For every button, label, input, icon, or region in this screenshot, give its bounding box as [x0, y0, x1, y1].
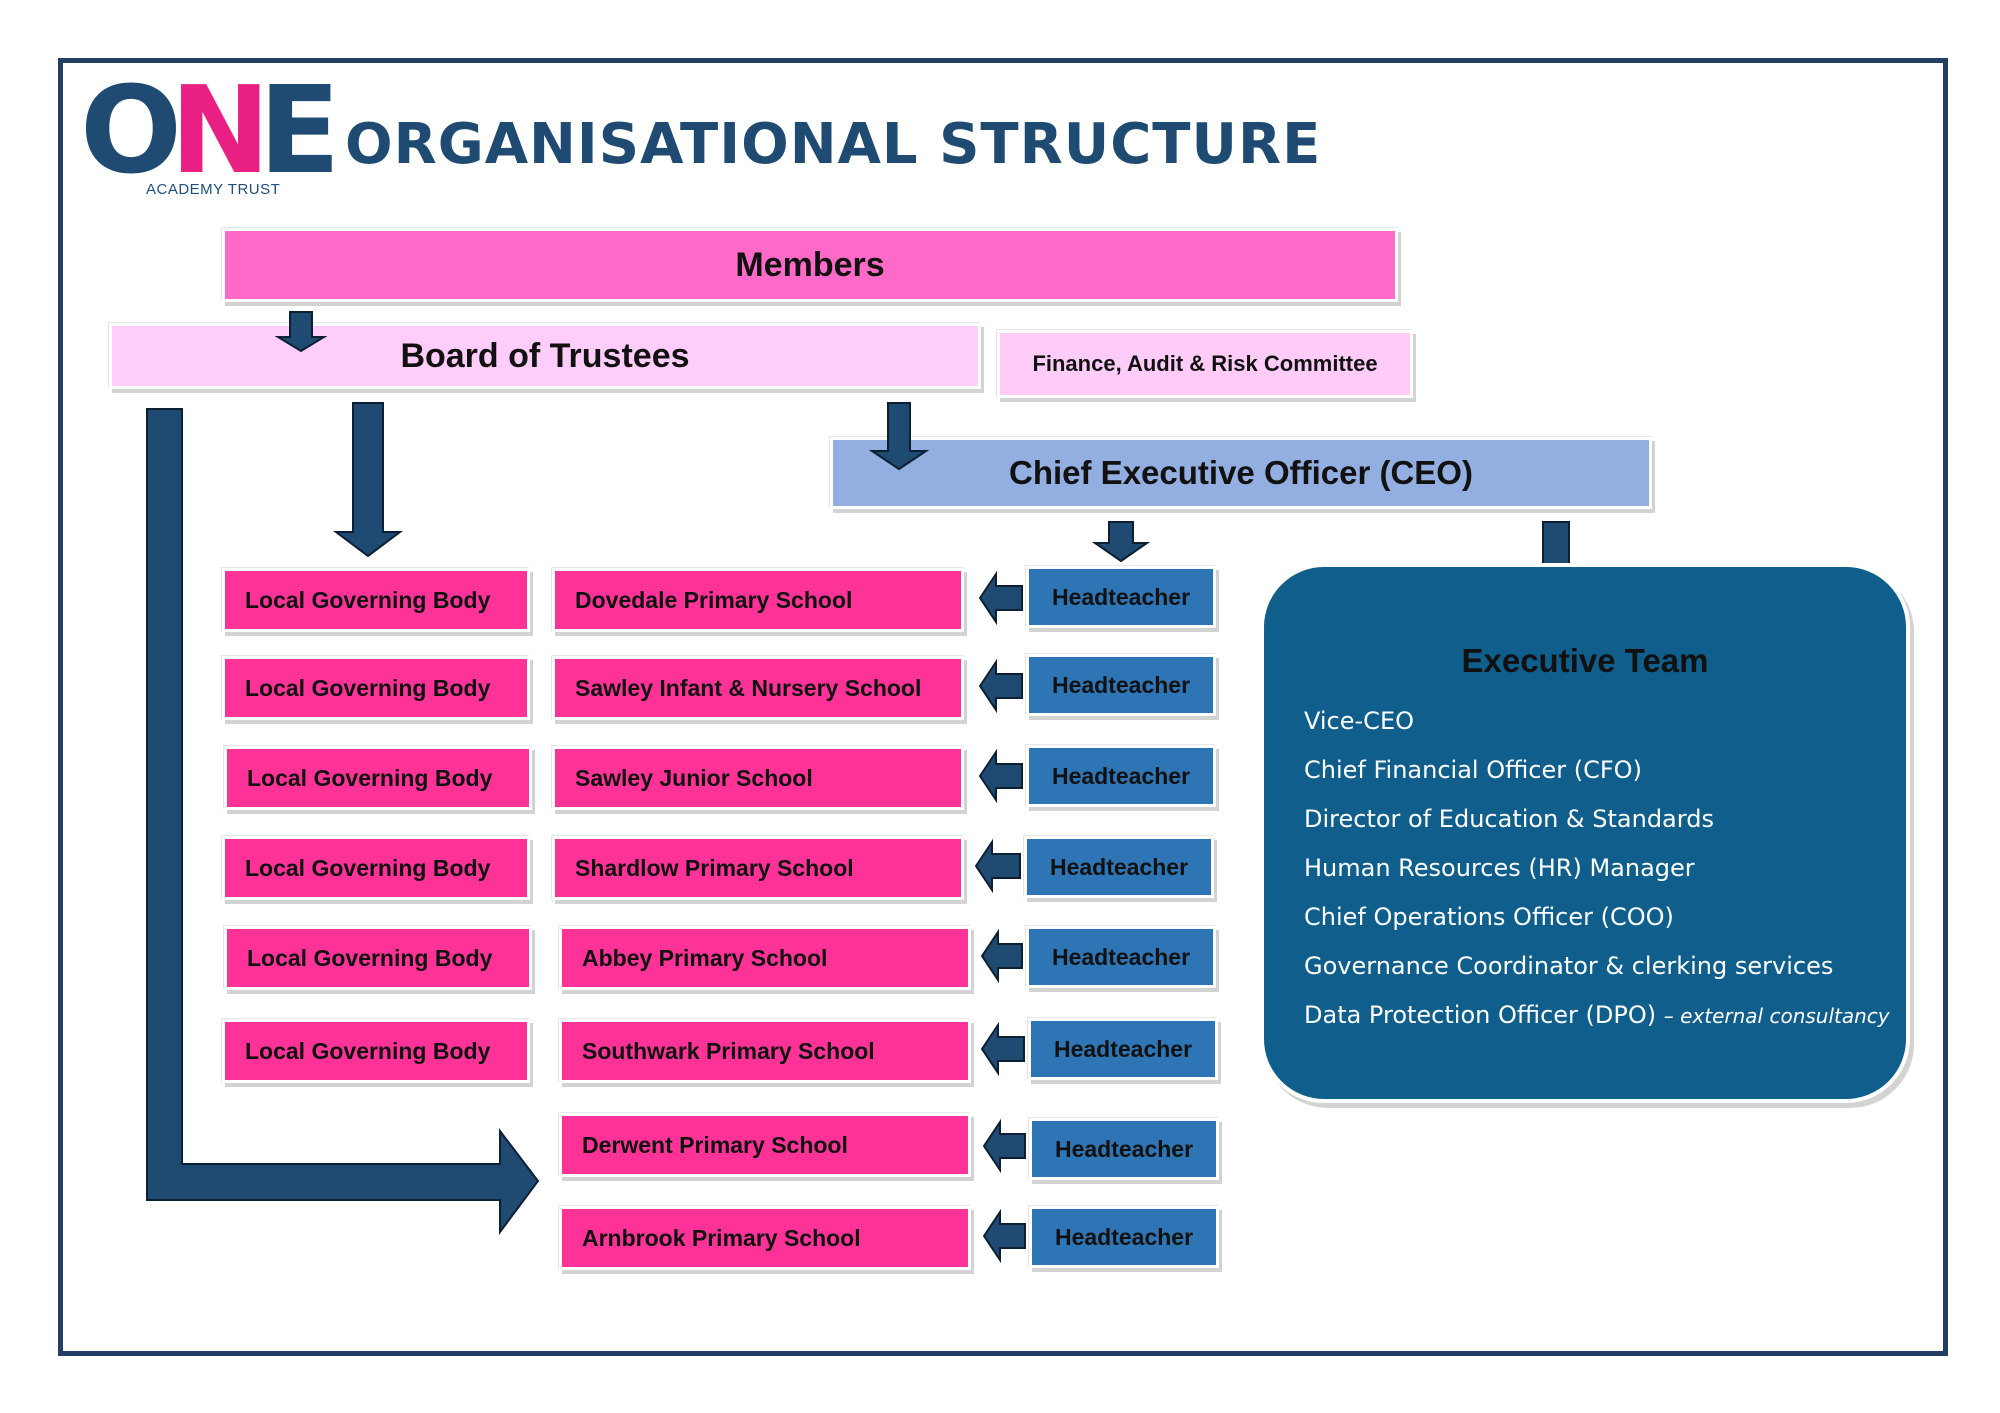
headteacher-7: Headteacher	[1029, 1118, 1219, 1180]
page-title: ORGANISATIONAL STRUCTURE	[345, 112, 1322, 177]
exec-item-governance: Governance Coordinator & clerking servic…	[1304, 952, 1834, 980]
exec-item-dpo: Data Protection Officer (DPO) – external…	[1304, 1001, 1890, 1029]
arrow-board-to-lgb	[333, 402, 403, 558]
school-derwent: Derwent Primary School	[559, 1113, 971, 1177]
headteacher-3: Headteacher	[1026, 745, 1216, 807]
school-arnbrook: Arnbrook Primary School	[559, 1206, 971, 1270]
exec-item-director-education: Director of Education & Standards	[1304, 805, 1714, 833]
arrow-members-to-board	[274, 311, 328, 353]
arrow-headteacher-to-school-4	[974, 838, 1021, 894]
school-dovedale: Dovedale Primary School	[552, 568, 964, 632]
executive-team-title: Executive Team	[1461, 642, 1709, 679]
arrow-headteacher-to-school-7	[982, 1118, 1026, 1174]
school-shardlow: Shardlow Primary School	[552, 836, 964, 900]
arrow-headteacher-to-school-2	[978, 658, 1023, 714]
arrow-board-to-academies	[146, 408, 540, 1236]
logo-letter-o: O	[80, 62, 182, 201]
headteacher-8: Headteacher	[1029, 1206, 1219, 1268]
arrow-board-to-ceo	[868, 402, 930, 471]
headteacher-5: Headteacher	[1026, 926, 1216, 988]
headteacher-6: Headteacher	[1028, 1018, 1218, 1080]
logo-letter-n: N	[170, 62, 270, 201]
logo-subtitle: ACADEMY TRUST	[146, 181, 281, 198]
arrow-headteacher-to-school-5	[980, 928, 1023, 984]
local-governing-body-3: Local Governing Body	[224, 746, 532, 810]
arrow-headteacher-to-school-6	[980, 1021, 1025, 1077]
exec-item-vice-ceo: Vice-CEO	[1304, 707, 1414, 735]
exec-item-coo: Chief Operations Officer (COO)	[1304, 903, 1674, 931]
arrow-headteacher-to-school-8	[982, 1208, 1026, 1264]
arrow-headteacher-to-school-1	[978, 570, 1023, 626]
local-governing-body-5: Local Governing Body	[224, 926, 532, 990]
headteacher-2: Headteacher	[1026, 654, 1216, 716]
school-abbey: Abbey Primary School	[559, 926, 971, 990]
exec-item-hr-manager: Human Resources (HR) Manager	[1304, 854, 1695, 882]
local-governing-body-6: Local Governing Body	[222, 1019, 530, 1083]
headteacher-1: Headteacher	[1026, 566, 1216, 628]
page-frame	[58, 58, 1948, 1356]
school-southwark: Southwark Primary School	[559, 1019, 971, 1083]
ceo-box: Chief Executive Officer (CEO)	[830, 437, 1652, 509]
logo: ONE	[80, 72, 340, 192]
school-sawley-junior: Sawley Junior School	[552, 746, 964, 810]
local-governing-body-2: Local Governing Body	[222, 656, 530, 720]
members-box: Members	[222, 228, 1398, 302]
exec-item-dpo-note: – external consultancy	[1663, 1004, 1890, 1028]
arrow-headteacher-to-school-3	[978, 748, 1023, 804]
local-governing-body-4: Local Governing Body	[222, 836, 530, 900]
logo-letter-e: E	[258, 62, 340, 201]
executive-team-box: Executive Team Vice-CEO Chief Financial …	[1260, 563, 1910, 1103]
exec-item-cfo: Chief Financial Officer (CFO)	[1304, 756, 1642, 784]
headteacher-4: Headteacher	[1024, 836, 1214, 898]
board-of-trustees-box: Board of Trustees	[109, 323, 981, 389]
school-sawley-infant: Sawley Infant & Nursery School	[552, 656, 964, 720]
exec-item-dpo-label: Data Protection Officer (DPO)	[1304, 1001, 1657, 1029]
local-governing-body-1: Local Governing Body	[222, 568, 530, 632]
finance-committee-box: Finance, Audit & Risk Committee	[997, 330, 1413, 398]
arrow-ceo-to-headteachers	[1091, 521, 1151, 563]
